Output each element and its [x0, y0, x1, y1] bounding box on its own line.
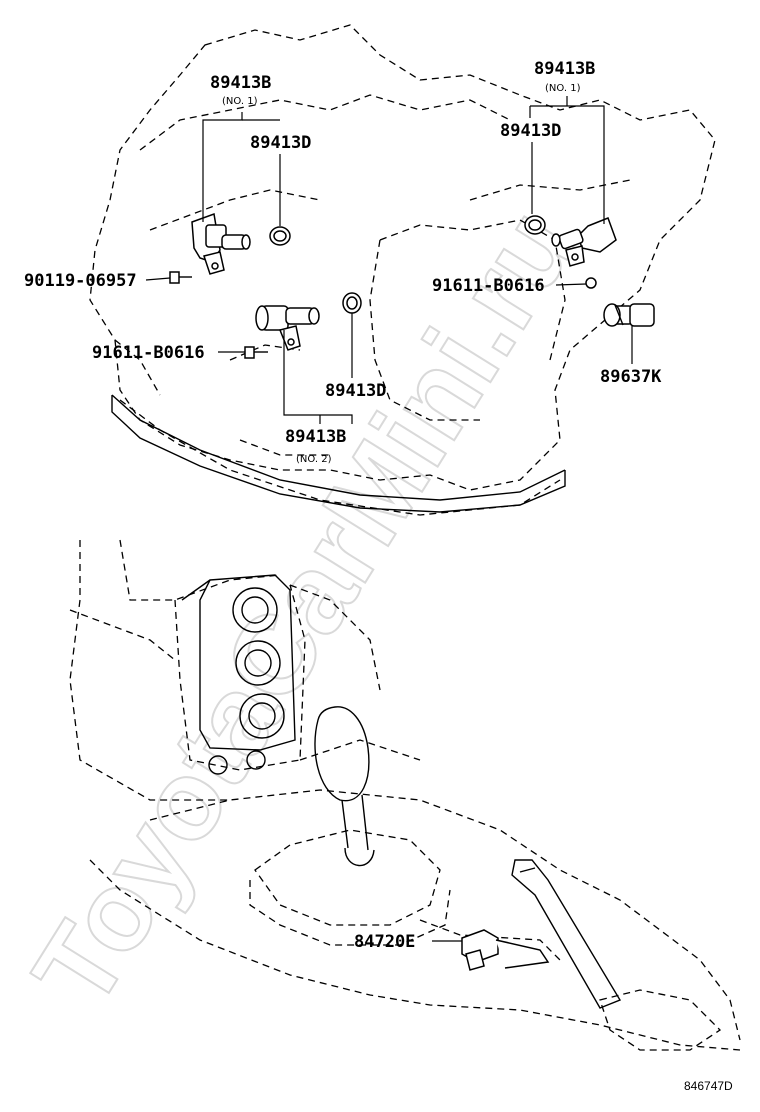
label-lower-sensor-note: (NO. 2) [296, 454, 332, 465]
knob-panel [181, 574, 296, 775]
label-right-sensor: 89413B [534, 59, 595, 79]
console-outline [69, 539, 741, 1051]
speed-sensor[interactable] [603, 303, 655, 327]
right-oring[interactable] [524, 215, 546, 235]
callout-upper-left-oring: 89413D [250, 133, 311, 226]
shift-lever [314, 706, 375, 867]
label-upper-left-sensor: 89413B [210, 73, 271, 93]
callout-speed-sensor: 89637K [600, 326, 662, 387]
upper-left-sensor[interactable] [191, 212, 251, 275]
callout-lower-oring: 89413D [325, 313, 386, 401]
label-right-sensor-note: (NO. 1) [545, 83, 581, 94]
callout-right-bolt: 91611-B0616 [432, 276, 587, 296]
right-bolt[interactable] [585, 277, 597, 289]
lower-oring[interactable] [342, 292, 362, 314]
upper-left-oring[interactable] [269, 226, 291, 246]
label-upper-left-oring: 89413D [250, 133, 311, 153]
callout-lower-sensor: 89413B (NO. 2) [283, 330, 353, 465]
label-shift-switch: 84720E [354, 932, 415, 952]
right-sensor[interactable] [551, 217, 617, 267]
callout-upper-left-sensor: 89413B (NO. 1) [202, 73, 280, 222]
label-lower-oring: 89413D [325, 381, 386, 401]
label-left-bolt: 90119-06957 [24, 271, 137, 291]
label-right-bolt: 91611-B0616 [432, 276, 545, 296]
callout-shift-switch: 84720E [354, 932, 462, 952]
callout-lower-bolt: 91611-B0616 [92, 343, 245, 363]
label-lower-bolt: 91611-B0616 [92, 343, 205, 363]
left-bolt[interactable] [169, 271, 192, 284]
transmission-pan [111, 394, 566, 513]
label-speed-sensor: 89637K [600, 367, 662, 387]
label-lower-sensor: 89413B [285, 427, 346, 447]
callout-right-sensor: 89413B (NO. 1) [529, 59, 605, 224]
callout-left-bolt: 90119-06957 [24, 271, 171, 291]
callout-right-oring: 89413D [500, 121, 561, 214]
label-right-oring: 89413D [500, 121, 561, 141]
parking-brake [511, 859, 622, 1009]
label-upper-left-sensor-note: (NO. 1) [222, 96, 258, 107]
lower-sensor[interactable] [255, 305, 320, 351]
diagram-code: 846747D [684, 1079, 733, 1093]
shift-switch[interactable] [461, 929, 550, 971]
